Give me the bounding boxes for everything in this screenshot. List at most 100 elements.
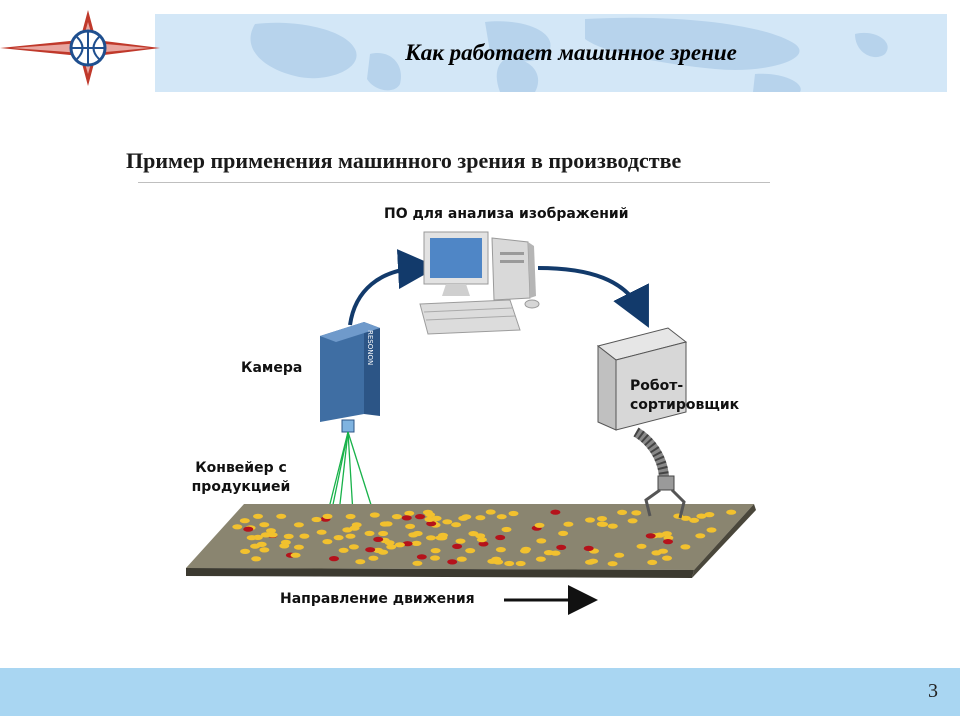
product-item xyxy=(355,559,366,565)
product-item xyxy=(534,522,545,528)
product-item xyxy=(704,511,715,518)
product-item xyxy=(495,534,506,541)
product-item xyxy=(412,530,423,537)
product-item xyxy=(658,548,668,554)
footer-bar xyxy=(0,668,960,716)
page-title: Как работает машинное зрение xyxy=(405,40,737,65)
product-item xyxy=(689,517,700,523)
product-item xyxy=(452,543,463,550)
product-item xyxy=(696,513,707,519)
product-item xyxy=(496,514,507,520)
product-item xyxy=(617,509,628,515)
product-item xyxy=(495,547,506,553)
product-item xyxy=(661,531,672,537)
product-item xyxy=(259,522,270,528)
product-item xyxy=(369,512,380,518)
product-item xyxy=(663,535,674,541)
product-item xyxy=(430,548,441,554)
product-item xyxy=(251,556,262,562)
product-item xyxy=(368,555,379,561)
product-item xyxy=(536,538,547,544)
direction-label: Направление движения xyxy=(280,591,475,607)
product-item xyxy=(311,516,322,523)
product-item xyxy=(680,515,691,521)
product-item xyxy=(426,521,437,527)
product-item xyxy=(382,521,393,527)
product-item xyxy=(364,530,375,537)
product-item xyxy=(425,535,436,541)
product-item xyxy=(597,516,607,522)
product-item xyxy=(680,544,691,550)
product-item xyxy=(451,522,462,528)
product-item xyxy=(535,556,546,562)
product-item xyxy=(280,539,291,546)
product-item xyxy=(478,541,489,547)
product-item xyxy=(550,509,561,515)
product-item xyxy=(487,558,498,564)
product-item xyxy=(402,541,413,547)
product-item xyxy=(556,544,567,551)
product-item xyxy=(386,544,397,550)
product-item xyxy=(437,535,448,541)
product-item xyxy=(663,539,673,545)
product-item xyxy=(253,513,263,519)
product-item xyxy=(404,510,415,516)
page-number: 3 xyxy=(928,680,938,702)
product-item xyxy=(252,534,263,541)
conveyor-label-line2: продукцией xyxy=(191,479,291,495)
robot-label-line1: Робот- xyxy=(630,378,684,394)
product-item xyxy=(563,521,574,527)
robot-sorter-icon xyxy=(596,327,688,519)
product-item xyxy=(607,523,618,529)
product-item xyxy=(456,556,467,562)
camera-icon: RESONON xyxy=(320,322,380,433)
product-item xyxy=(636,543,647,549)
product-item xyxy=(442,519,453,525)
product-item xyxy=(607,561,618,567)
product-item xyxy=(521,546,532,552)
product-item xyxy=(662,555,672,561)
camera-label: Камера xyxy=(241,360,303,376)
conveyor-products xyxy=(232,509,737,567)
product-item xyxy=(465,548,476,554)
product-item xyxy=(316,529,327,535)
product-item xyxy=(276,513,287,519)
product-item xyxy=(475,533,486,539)
product-item xyxy=(627,518,638,524)
product-item xyxy=(424,516,435,523)
product-item xyxy=(485,509,496,515)
product-item xyxy=(345,513,356,520)
product-item xyxy=(239,518,250,524)
camera-brand: RESONON xyxy=(366,330,374,365)
product-item xyxy=(501,526,512,533)
product-item xyxy=(411,540,422,547)
computer-icon xyxy=(419,231,540,335)
robot-label: Робот- сортировщик xyxy=(630,377,739,415)
product-item xyxy=(585,517,595,523)
product-item xyxy=(243,526,254,532)
product-item xyxy=(260,532,271,538)
product-item xyxy=(266,528,276,534)
product-item xyxy=(329,556,339,562)
product-item xyxy=(515,560,526,567)
product-item xyxy=(416,554,427,560)
product-item xyxy=(695,533,706,539)
product-item xyxy=(373,547,384,554)
product-item xyxy=(384,540,395,546)
product-item xyxy=(232,524,243,530)
product-item xyxy=(475,515,486,521)
product-item xyxy=(508,510,519,517)
product-item xyxy=(391,514,402,520)
product-item xyxy=(430,555,440,561)
product-item xyxy=(706,527,717,533)
product-item xyxy=(461,514,472,520)
product-item xyxy=(322,539,333,545)
product-item xyxy=(293,544,304,550)
product-item xyxy=(283,533,294,540)
product-item xyxy=(405,523,416,530)
product-item xyxy=(338,547,349,553)
product-item xyxy=(585,559,595,565)
product-item xyxy=(401,515,412,521)
product-item xyxy=(333,535,344,541)
pc-to-robot-arrow xyxy=(537,266,649,328)
